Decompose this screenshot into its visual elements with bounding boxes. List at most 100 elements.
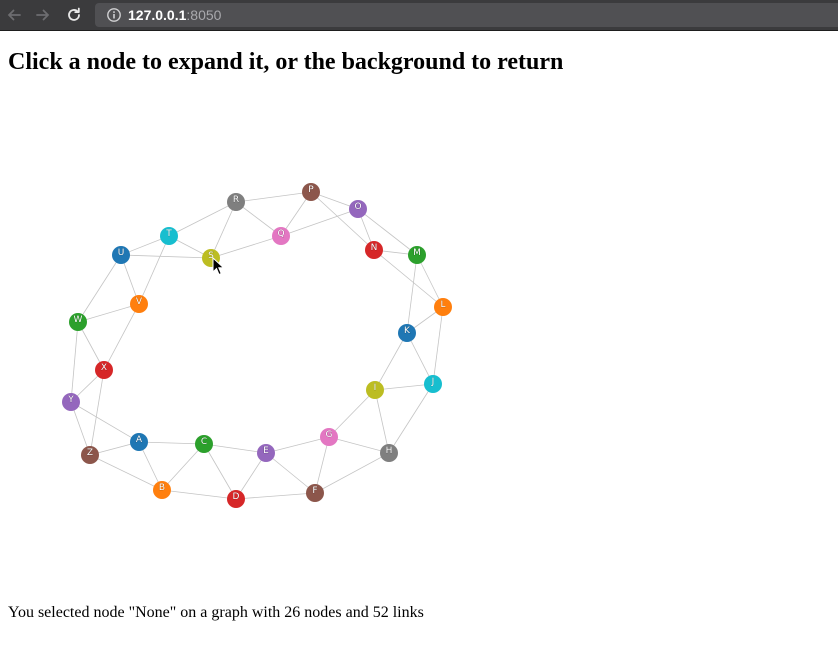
graph-node-circle[interactable]	[366, 381, 384, 399]
graph-node-circle[interactable]	[349, 200, 367, 218]
graph-link-C-D	[203, 443, 237, 500]
graph-node-M[interactable]: M	[408, 246, 426, 264]
graph-node-Q[interactable]: Q	[272, 227, 290, 245]
graph-link-D-E	[235, 452, 267, 500]
graph-link-A-C	[138, 441, 205, 445]
url-text: 127.0.0.1:8050	[128, 7, 221, 23]
graph-link-T-V	[138, 235, 170, 305]
graph-link-X-Z	[89, 369, 105, 456]
network-graph[interactable]: A B C D E F G H I J KL M N O P Q R S T U V W XY Z	[0, 170, 520, 530]
graph-node-I[interactable]: I	[366, 381, 384, 399]
graph-link-I-J	[374, 383, 434, 391]
graph-node-L[interactable]: L	[434, 298, 452, 316]
graph-node-circle[interactable]	[365, 241, 383, 259]
graph-node-B[interactable]: B	[153, 481, 171, 499]
graph-node-circle[interactable]	[424, 375, 442, 393]
graph-node-T[interactable]: T	[160, 227, 178, 245]
graph-node-circle[interactable]	[257, 444, 275, 462]
graph-link-V-W	[77, 303, 140, 323]
graph-node-circle[interactable]	[153, 481, 171, 499]
reload-icon	[68, 7, 80, 21]
graph-link-Q-R	[235, 201, 282, 237]
back-button[interactable]	[3, 4, 25, 26]
graph-link-C-E	[203, 443, 267, 454]
graph-node-circle[interactable]	[130, 295, 148, 313]
graph-link-H-I	[374, 389, 390, 454]
graph-node-circle[interactable]	[202, 249, 220, 267]
graph-link-S-U	[120, 254, 212, 259]
forward-button[interactable]	[32, 4, 54, 26]
reload-button[interactable]	[63, 4, 85, 26]
graph-node-circle[interactable]	[408, 246, 426, 264]
graph-link-E-G	[265, 436, 330, 454]
graph-node-W[interactable]: W	[69, 313, 87, 331]
arrow-right-icon	[36, 9, 50, 21]
graph-link-B-D	[161, 489, 237, 500]
graph-node-circle[interactable]	[380, 444, 398, 462]
graph-node-circle[interactable]	[434, 298, 452, 316]
graph-link-V-X	[103, 303, 140, 371]
graph-node-circle[interactable]	[62, 393, 80, 411]
graph-link-Y-A	[70, 401, 140, 443]
graph-node-P[interactable]: P	[302, 183, 320, 201]
address-bar[interactable]: 127.0.0.1:8050	[95, 3, 838, 27]
graph-node-circle[interactable]	[130, 433, 148, 451]
graph-link-R-T	[168, 201, 237, 237]
graph-node-U[interactable]: U	[112, 246, 130, 264]
graph-node-K[interactable]: K	[398, 324, 416, 342]
graph-node-O[interactable]: O	[349, 200, 367, 218]
graph-link-J-L	[432, 306, 444, 385]
graph-node-H[interactable]: H	[380, 444, 398, 462]
graph-link-J-K	[406, 332, 434, 385]
selection-status: You selected node "None" on a graph with…	[8, 604, 424, 621]
graph-node-circle[interactable]	[81, 446, 99, 464]
graph-link-N-P	[310, 191, 375, 251]
graph-node-F[interactable]: F	[306, 484, 324, 502]
graph-link-F-G	[314, 436, 330, 494]
graph-nodes: A B C D E F G H I J KL M N O P Q R S T U V W XY Z	[62, 183, 452, 508]
graph-node-C[interactable]: C	[195, 435, 213, 453]
graph-link-H-J	[388, 383, 434, 454]
graph-node-Y[interactable]: Y	[62, 393, 80, 411]
graph-node-D[interactable]: D	[227, 490, 245, 508]
graph-link-B-C	[161, 443, 205, 491]
graph-link-M-O	[357, 208, 418, 256]
graph-link-F-H	[314, 452, 390, 494]
graph-node-circle[interactable]	[112, 246, 130, 264]
graph-node-circle[interactable]	[320, 428, 338, 446]
graph-node-J[interactable]: J	[424, 375, 442, 393]
graph-link-I-K	[374, 332, 408, 391]
graph-node-circle[interactable]	[69, 313, 87, 331]
graph-node-Z[interactable]: Z	[81, 446, 99, 464]
graph-link-O-Q	[280, 208, 359, 237]
graph-node-circle[interactable]	[272, 227, 290, 245]
graph-node-S[interactable]: S	[202, 249, 220, 267]
graph-node-X[interactable]: X	[95, 361, 113, 379]
graph-link-Q-S	[210, 235, 282, 259]
graph-node-circle[interactable]	[398, 324, 416, 342]
graph-node-circle[interactable]	[160, 227, 178, 245]
url-port: :8050	[186, 7, 222, 23]
graph-node-circle[interactable]	[227, 490, 245, 508]
browser-toolbar: 127.0.0.1:8050	[0, 0, 838, 31]
arrow-left-icon	[7, 9, 21, 21]
graph-link-B-Z	[89, 454, 163, 491]
graph-node-circle[interactable]	[95, 361, 113, 379]
graph-link-Y-Z	[70, 401, 91, 456]
graph-node-E[interactable]: E	[257, 444, 275, 462]
info-icon[interactable]	[106, 7, 122, 23]
graph-node-circle[interactable]	[302, 183, 320, 201]
graph-node-circle[interactable]	[195, 435, 213, 453]
graph-node-N[interactable]: N	[365, 241, 383, 259]
graph-node-V[interactable]: V	[130, 295, 148, 313]
graph-node-R[interactable]: R	[227, 193, 245, 211]
graph-node-circle[interactable]	[306, 484, 324, 502]
graph-node-A[interactable]: A	[130, 433, 148, 451]
graph-node-circle[interactable]	[227, 193, 245, 211]
graph-link-P-R	[235, 191, 312, 203]
graph-link-G-H	[328, 436, 390, 454]
graph-node-G[interactable]: G	[320, 428, 338, 446]
graph-link-L-M	[416, 254, 444, 308]
graph-link-L-N	[373, 249, 444, 308]
graph-link-K-M	[406, 254, 418, 334]
